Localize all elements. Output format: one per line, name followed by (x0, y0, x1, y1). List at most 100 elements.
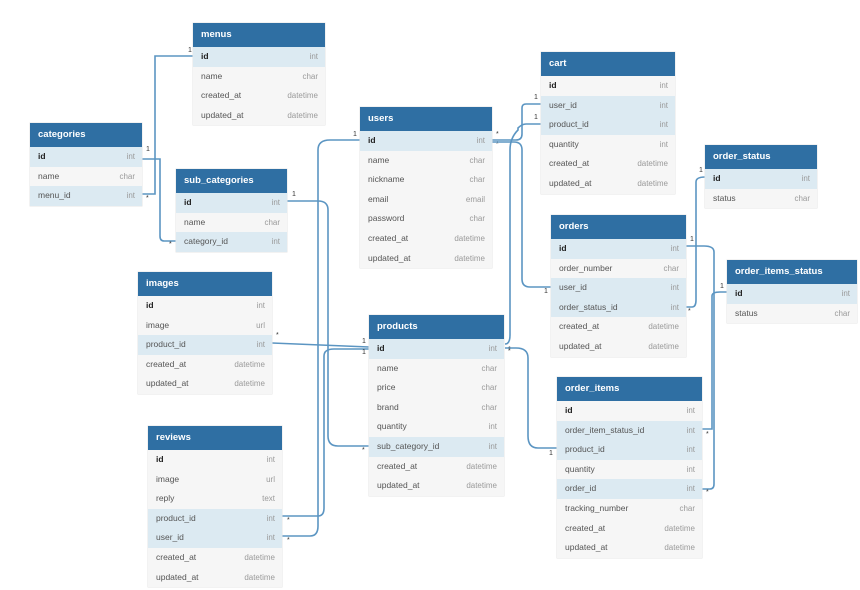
field-row[interactable]: product_id int (557, 440, 702, 460)
cardinality-one: 1 (188, 47, 192, 54)
field-name: created_at (377, 460, 418, 471)
field-name: created_at (146, 358, 187, 369)
cardinality-one: 1 (544, 288, 548, 295)
field-name: reply (156, 493, 175, 504)
field-name: order_id (565, 483, 597, 494)
field-type: char (302, 71, 318, 81)
field-name: updated_at (201, 109, 244, 120)
field-name: updated_at (549, 177, 592, 188)
field-type: int (686, 445, 695, 455)
field-type: char (679, 503, 695, 513)
field-name: updated_at (368, 252, 411, 263)
field-name: product_id (565, 444, 605, 455)
field-name: password (368, 213, 405, 224)
table-title: images (138, 272, 272, 296)
field-name: created_at (565, 522, 606, 533)
field-row[interactable]: name char (193, 67, 325, 87)
field-name: product_id (156, 512, 196, 523)
cardinality-many: * (706, 489, 709, 496)
cardinality-one: 1 (549, 450, 553, 457)
field-name: sub_category_id (377, 440, 440, 451)
field-type: int (256, 301, 265, 310)
field-type: int (841, 289, 850, 298)
field-name: name (201, 70, 223, 81)
cardinality-many: * (146, 195, 149, 202)
field-name: created_at (201, 90, 242, 101)
field-type: datetime (648, 322, 679, 332)
field-name: id (559, 243, 567, 253)
